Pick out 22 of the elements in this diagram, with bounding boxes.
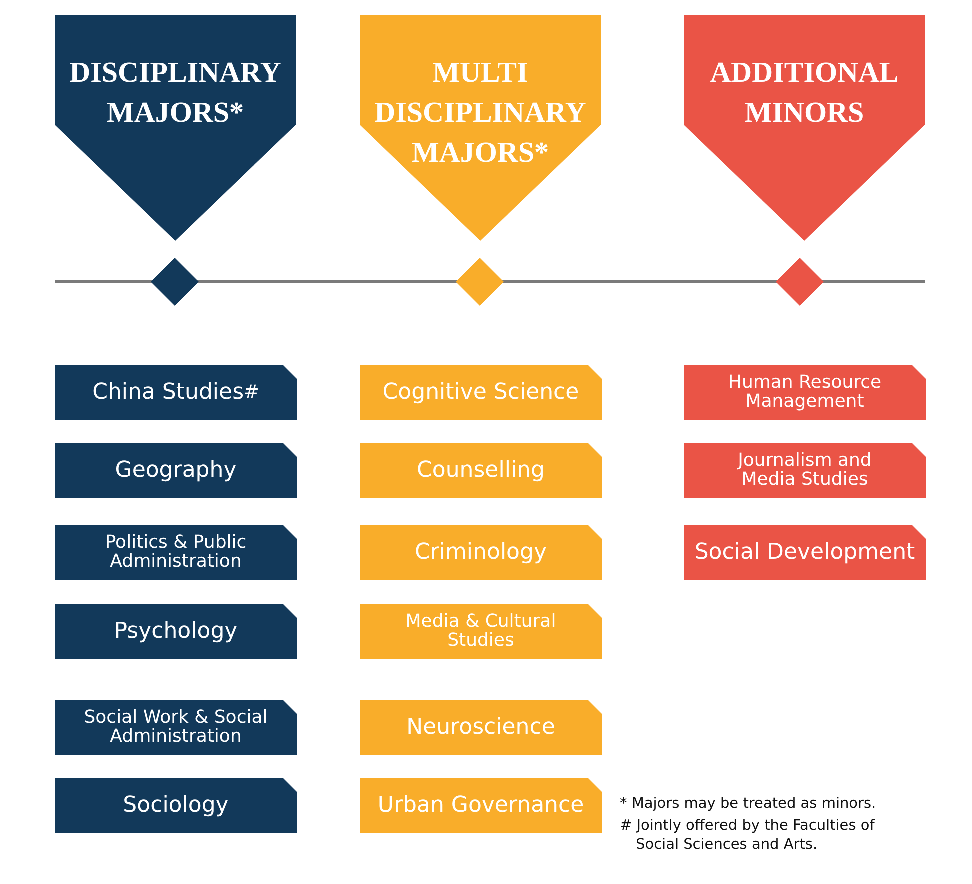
program-box: Psychology <box>55 604 297 659</box>
program-box: Neuroscience <box>360 700 602 755</box>
program-box: Media & Cultural Studies <box>360 604 602 659</box>
program-box: Counselling <box>360 443 602 498</box>
program-box: Geography <box>55 443 297 498</box>
header-pentagon: MULTI DISCIPLINARY MAJORS* <box>360 15 601 241</box>
program-box: Social Work & Social Administration <box>55 700 297 755</box>
program-box: Urban Governance <box>360 778 602 833</box>
footnote: # Jointly offered by the Faculties of Social Sciences and Arts. <box>620 817 876 855</box>
program-box: Social Development <box>684 525 926 580</box>
program-box: Politics & Public Administration <box>55 525 297 580</box>
header-pentagon: ADDITIONAL MINORS <box>684 15 925 241</box>
marker-diamond <box>456 258 504 306</box>
program-box: Cognitive Science <box>360 365 602 420</box>
program-box: Sociology <box>55 778 297 833</box>
program-box: Human Resource Management <box>684 365 926 420</box>
program-box: Criminology <box>360 525 602 580</box>
header-pentagon: DISCIPLINARY MAJORS* <box>55 15 296 241</box>
marker-diamond <box>151 258 199 306</box>
marker-diamond <box>776 258 824 306</box>
program-box: Journalism and Media Studies <box>684 443 926 498</box>
footnote: * Majors may be treated as minors. <box>620 795 878 814</box>
